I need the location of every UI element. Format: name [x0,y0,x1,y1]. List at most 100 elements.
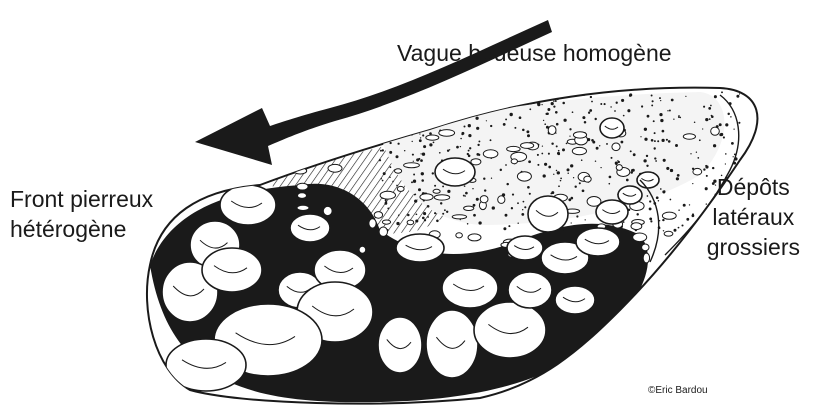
boulder-outline [576,228,620,256]
stipple-dot [399,127,401,129]
stipple-dot [508,225,510,227]
stipple-dot [471,105,472,106]
stipple-dot [503,123,506,126]
stipple-dot [416,213,418,215]
stipple-dot [389,177,391,179]
stipple-dot [468,155,471,158]
stipple-dot [633,153,636,156]
stipple-dot [658,200,660,202]
stipple-dot [476,127,479,130]
stipple-dot [553,101,554,102]
stipple-dot [505,118,507,120]
stipple-dot [491,178,492,179]
stipple-dot [558,185,560,187]
stipple-dot [738,122,740,124]
stipple-dot [563,93,565,95]
stipple-dot [656,196,659,199]
stipple-dot [414,199,417,202]
stipple-dot [572,111,574,113]
stipple-dot [423,212,426,215]
stipple-dot [419,139,422,142]
stipple-dot [640,136,641,137]
stipple-dot [405,122,407,124]
stipple-dot [660,100,661,101]
stipple-dot [558,150,560,152]
stipple-dot [467,223,469,225]
pebble [573,132,586,138]
stipple-dot [711,115,714,118]
pebble [664,231,673,236]
stipple-dot [662,130,665,133]
stipple-dot [569,128,571,130]
stipple-dot [606,143,608,145]
stipple-dot [380,119,383,122]
pebble [642,244,649,251]
stipple-dot [382,180,384,182]
pebble [584,176,591,182]
boulder-outline [555,286,595,314]
stipple-dot [669,110,671,112]
stipple-dot [562,148,565,151]
stipple-dot [686,218,689,221]
stipple-dot [476,153,479,156]
stipple-dot [412,141,413,142]
stipple-dot [551,142,553,144]
stipple-dot [447,190,450,193]
stipple-dot [690,153,691,154]
stipple-dot [604,103,606,105]
stipple-dot [714,95,717,98]
stipple-dot [397,143,399,145]
stipple-dot [677,174,680,177]
stipple-dot [654,157,656,159]
stipple-dot [610,106,611,107]
stipple-dot [488,95,491,98]
stipple-dot [476,198,479,201]
boulder [202,248,262,292]
stipple-dot [426,116,429,119]
stipple-dot [647,115,650,118]
stipple-dot [659,97,661,99]
stipple-dot [636,213,638,215]
label-lateral-line2: latéraux [707,202,800,232]
pebble [498,196,505,204]
stipple-dot [434,212,436,214]
stipple-dot [600,167,601,168]
stipple-dot [429,143,432,146]
stipple-dot [629,95,631,97]
stipple-dot [422,217,425,220]
stipple-dot [508,101,511,104]
stipple-dot [556,123,559,126]
stipple-dot [422,153,425,156]
stipple-dot [412,154,414,156]
boulder [576,228,620,256]
stipple-dot [595,160,596,161]
stipple-dot [537,164,539,166]
stipple-dot [579,182,581,184]
boulder-outline [508,272,552,308]
stipple-dot [683,204,686,207]
stipple-dot [473,93,476,96]
pebble [464,206,474,210]
stipple-dot [563,119,566,122]
stipple-dot [395,155,398,158]
stipple-dot [461,133,463,135]
boulder [508,272,552,308]
stipple-dot [556,170,557,171]
stipple-dot [512,194,514,196]
stipple-dot [667,110,668,111]
stipple-dot [719,133,722,136]
pebble [456,233,463,238]
label-lateral-line3: grossiers [707,232,800,262]
stipple-dot [407,214,410,217]
stipple-dot [464,185,466,187]
stipple-dot [389,151,392,154]
stipple-dot [694,122,696,124]
stipple-dot [484,189,486,191]
stipple-dot [380,122,383,125]
stipple-dot [418,188,421,191]
stipple-dot [460,108,463,111]
stipple-dot [660,119,663,122]
stipple-dot [449,149,450,150]
boulder-outline [528,196,568,232]
stipple-dot [478,221,481,224]
